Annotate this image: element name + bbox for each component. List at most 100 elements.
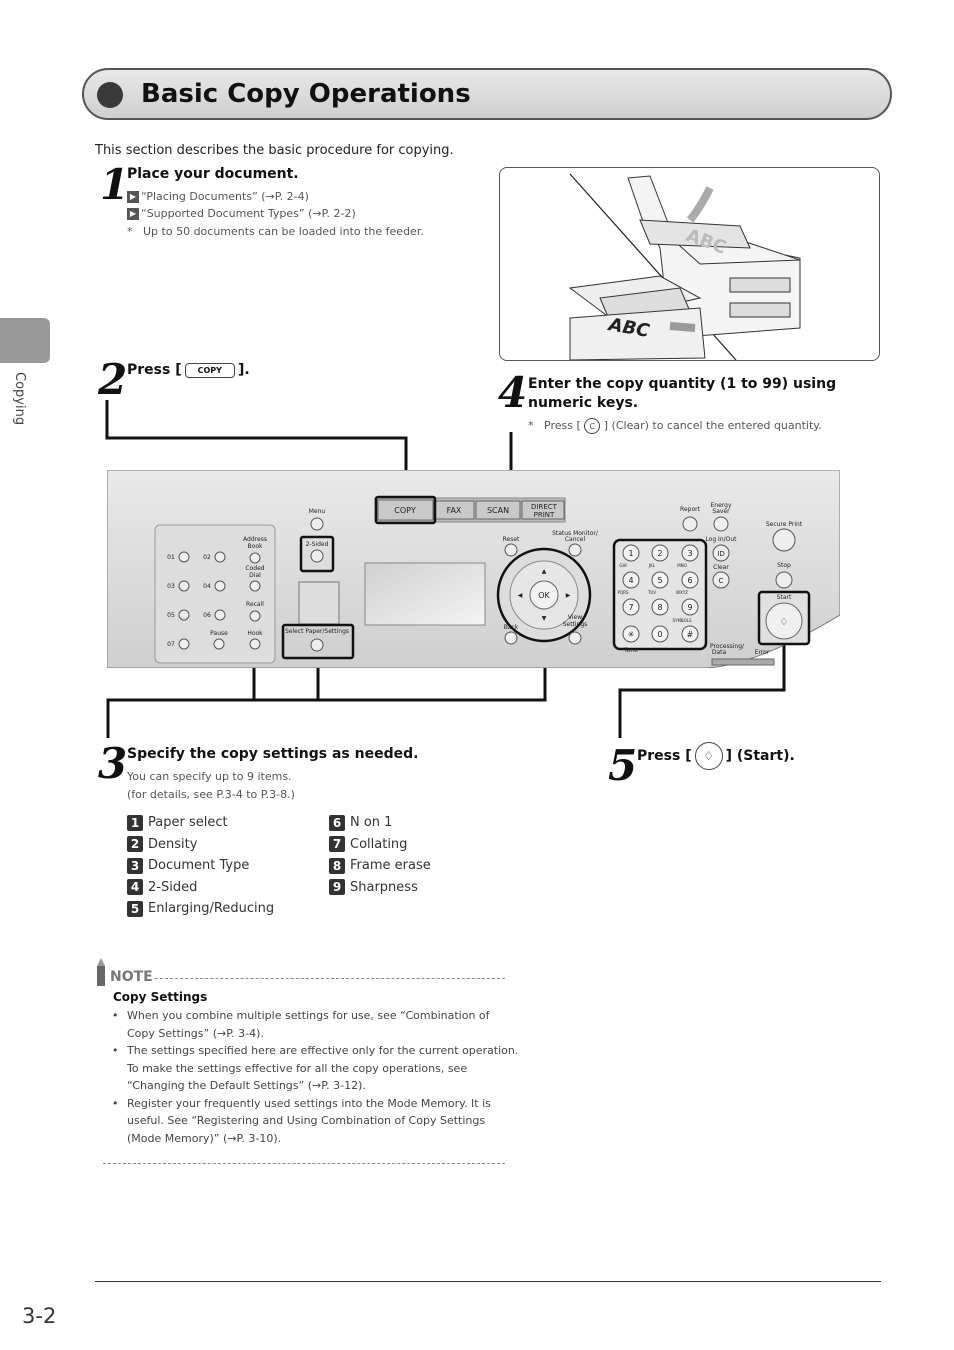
svg-text:7: 7 bbox=[628, 603, 633, 612]
note-heading: Copy Settings bbox=[113, 990, 208, 1004]
step-2-prefix: Press [ bbox=[127, 362, 182, 378]
note-divider-bottom bbox=[103, 1163, 505, 1164]
svg-text:#: # bbox=[687, 630, 694, 639]
setting-number: 8 bbox=[329, 857, 345, 874]
svg-text:02: 02 bbox=[203, 554, 211, 561]
note-divider-top bbox=[155, 978, 505, 979]
printer-illustration-icon: ABC ABC bbox=[568, 173, 801, 360]
svg-text:1: 1 bbox=[628, 549, 633, 558]
setting-number: 3 bbox=[127, 857, 143, 874]
setting-number: 7 bbox=[329, 836, 345, 853]
note-bullet-line: To make the settings effective for all t… bbox=[127, 1061, 468, 1075]
step-1-note-text: Up to 50 documents can be loaded into th… bbox=[143, 225, 424, 238]
svg-text:07: 07 bbox=[167, 641, 175, 648]
note-bullet: The settings specified here are effectiv… bbox=[99, 1042, 519, 1095]
step-3-heading: Specify the copy settings as needed. bbox=[127, 746, 419, 762]
setting-number: 1 bbox=[127, 814, 143, 831]
chapter-tab bbox=[0, 318, 50, 363]
note-bullet: When you combine multiple settings for u… bbox=[99, 1007, 519, 1042]
setting-number: 2 bbox=[127, 836, 143, 853]
svg-text:View: View bbox=[568, 614, 582, 621]
setting-label: Sharpness bbox=[350, 879, 418, 895]
setting-label: Paper select bbox=[148, 815, 228, 831]
title-bar: Basic Copy Operations bbox=[82, 68, 892, 120]
svg-text:Address: Address bbox=[243, 536, 267, 543]
svg-text:Log In/Out: Log In/Out bbox=[705, 536, 737, 543]
chapter-label: Copying bbox=[12, 372, 27, 426]
svg-text:Pause: Pause bbox=[210, 630, 228, 637]
svg-text:Processing/: Processing/ bbox=[710, 643, 745, 650]
svg-text:✳: ✳ bbox=[628, 630, 635, 639]
svg-text:Select Paper/Settings: Select Paper/Settings bbox=[285, 628, 349, 635]
svg-text:PRINT: PRINT bbox=[534, 511, 555, 519]
svg-text:Status Monitor/: Status Monitor/ bbox=[552, 530, 599, 537]
step-3-line-2: (for details, see P.3-4 to P.3-8.) bbox=[127, 788, 295, 801]
step-5-heading: Press [♢] (Start). bbox=[637, 742, 795, 770]
setting-label: Enlarging/Reducing bbox=[148, 901, 275, 917]
page-number: 3-2 bbox=[22, 1304, 57, 1328]
svg-text:Hook: Hook bbox=[247, 630, 263, 637]
svg-text:Settings: Settings bbox=[563, 621, 588, 628]
svg-text:▲: ▲ bbox=[542, 568, 547, 575]
svg-text:01: 01 bbox=[167, 554, 175, 561]
step-2-heading: Press [COPY]. bbox=[127, 362, 250, 378]
svg-text:8: 8 bbox=[657, 603, 662, 612]
svg-text:6: 6 bbox=[687, 576, 692, 585]
step-number-4: 4 bbox=[498, 368, 528, 417]
setting-label: Document Type bbox=[148, 858, 250, 874]
note-bullet: Register your frequently used settings i… bbox=[99, 1095, 519, 1148]
step-number-2: 2 bbox=[98, 355, 128, 404]
ref-link-placing-documents[interactable]: “Placing Documents” (→P. 2-4) bbox=[141, 190, 309, 203]
svg-text:Tone: Tone bbox=[623, 647, 638, 654]
ref-link-supported-types[interactable]: “Supported Document Types” (→P. 2-2) bbox=[141, 207, 356, 220]
note-bullet-line: Register your frequently used settings i… bbox=[127, 1096, 491, 1110]
note-bullet-line: useful. See “Registering and Using Combi… bbox=[127, 1114, 486, 1127]
svg-text:COPY: COPY bbox=[394, 506, 416, 515]
svg-text:5: 5 bbox=[657, 576, 662, 585]
note-bullet-line: Copy Settings” (→P. 3-4). bbox=[127, 1026, 264, 1040]
setting-number: 6 bbox=[329, 814, 345, 831]
setting-label: 2-Sided bbox=[148, 879, 198, 895]
document-placement-illustration: ABC ABC bbox=[499, 167, 880, 361]
intro-text: This section describes the basic procedu… bbox=[95, 143, 454, 158]
svg-text:Book: Book bbox=[248, 543, 263, 550]
step-1-ref-2[interactable]: ▶ “Supported Document Types” (→P. 2-2) bbox=[127, 207, 356, 220]
svg-text:JKL: JKL bbox=[648, 563, 656, 568]
svg-text:Secure Print: Secure Print bbox=[766, 521, 803, 528]
svg-text:Report: Report bbox=[680, 506, 701, 513]
setting-number: 9 bbox=[329, 879, 345, 896]
note-header: NOTE bbox=[95, 958, 505, 988]
svg-text:3: 3 bbox=[687, 549, 692, 558]
step-4-heading: Enter the copy quantity (1 to 99) using … bbox=[528, 376, 837, 411]
svg-text:Saver: Saver bbox=[712, 508, 730, 515]
svg-text:Menu: Menu bbox=[309, 508, 326, 515]
note-bullet-line: (Mode Memory)” (→P. 3-10). bbox=[127, 1131, 282, 1145]
step-1-ref-1[interactable]: ▶ “Placing Documents” (→P. 2-4) bbox=[127, 190, 309, 203]
svg-text:OK: OK bbox=[538, 591, 550, 600]
svg-text:GHI: GHI bbox=[619, 563, 626, 568]
step-1-note: * Up to 50 documents can be loaded into … bbox=[127, 225, 424, 238]
note-asterisk: * bbox=[127, 225, 133, 238]
svg-text:06: 06 bbox=[203, 612, 211, 619]
step-4-note-prefix: Press [ bbox=[544, 419, 581, 432]
svg-text:DIRECT: DIRECT bbox=[531, 503, 558, 511]
svg-text:ID: ID bbox=[717, 550, 724, 558]
svg-text:Coded: Coded bbox=[245, 565, 264, 572]
svg-text:▶: ▶ bbox=[566, 592, 571, 599]
setting-label: Frame erase bbox=[350, 858, 431, 874]
svg-text:◀: ◀ bbox=[518, 592, 523, 599]
svg-text:Clear: Clear bbox=[713, 564, 729, 571]
svg-text:WXYZ: WXYZ bbox=[676, 590, 688, 595]
svg-text:9: 9 bbox=[687, 603, 692, 612]
setting-item: 1 Paper select bbox=[127, 812, 274, 834]
note-asterisk: * bbox=[528, 419, 534, 432]
svg-text:PQRS: PQRS bbox=[618, 590, 629, 595]
step-number-5: 5 bbox=[608, 741, 638, 790]
svg-text:Dial: Dial bbox=[249, 572, 261, 579]
